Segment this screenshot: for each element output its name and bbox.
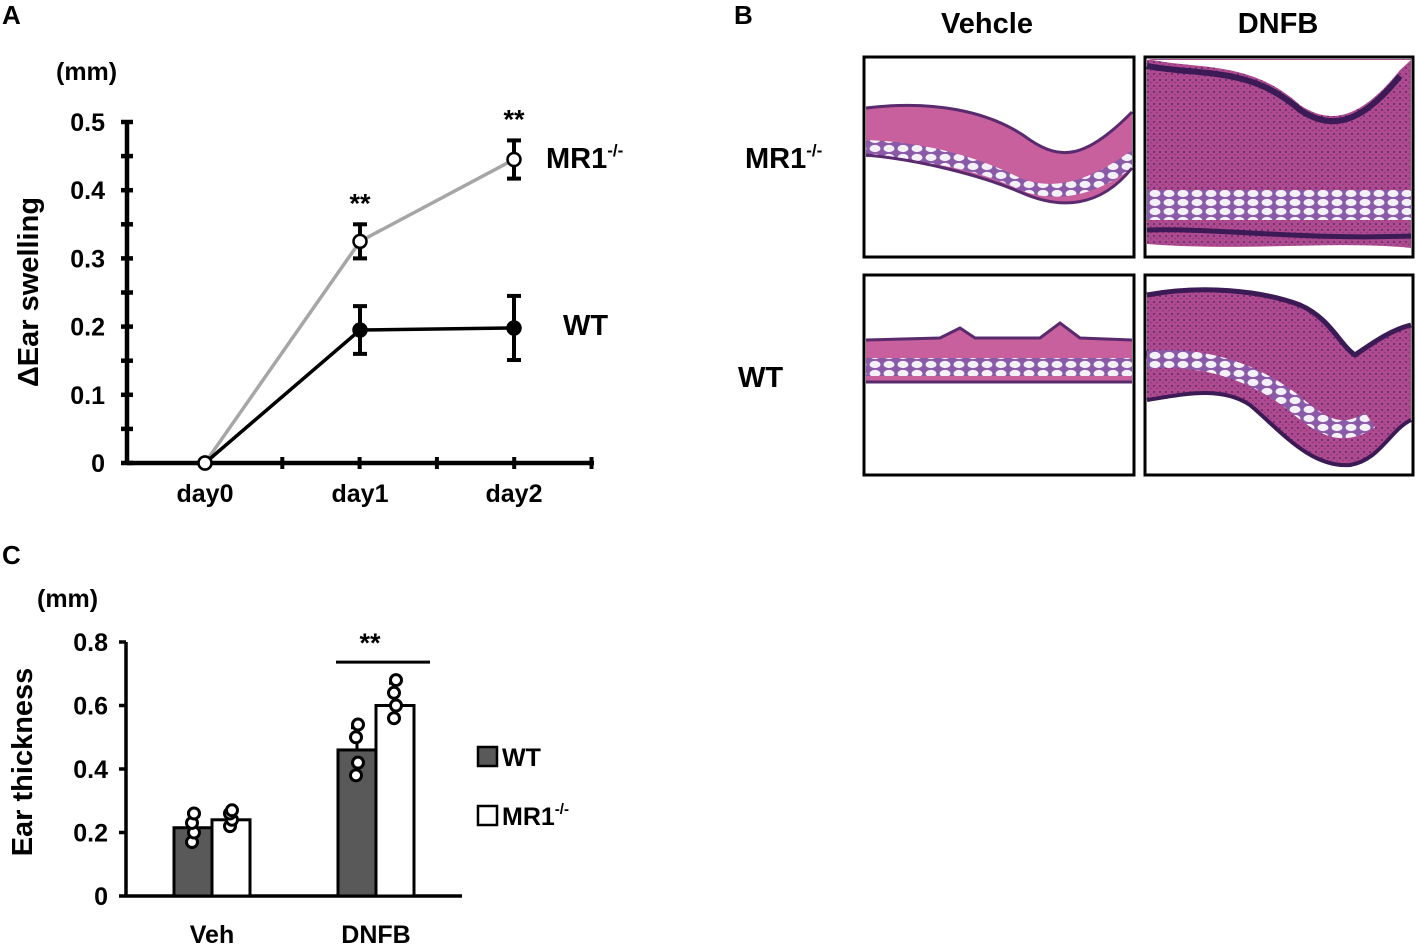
legend-wt-swatch (476, 745, 499, 768)
chart-a-significance: ** (503, 104, 525, 134)
chart-a-y-tick-label: 0.3 (70, 245, 105, 273)
chart-a-point-mr1 (352, 233, 368, 250)
chart-c-ylabel: Ear thickness (7, 668, 39, 857)
chart-a-point-wt (352, 322, 368, 338)
chart-a-series-label-mr1-name: MR1 (546, 143, 607, 175)
chart-c-significance: ** (359, 628, 381, 658)
chart-a-point-mr1 (506, 151, 522, 168)
chart-a-point-mr1 (197, 455, 213, 471)
histology-col-dnfb: DNFB (1238, 8, 1319, 40)
legend-mr1-label: MR1-/- (502, 801, 569, 831)
chart-c-data-point (387, 685, 401, 700)
histology-col-vehicle: Vehcle (941, 8, 1033, 40)
chart-c-data-point (389, 673, 403, 688)
histology-panel: Vehcle DNFB MR1-/- WT (738, 8, 1415, 477)
chart-c-data-point (389, 698, 403, 713)
chart-c-y-tick-label: 0.4 (73, 756, 108, 784)
legend-c: WT MR1-/- (476, 744, 569, 831)
histology-image-mr1-dnfb (1143, 55, 1415, 259)
histology-row-mr1-name: MR1 (745, 143, 806, 175)
chart-c-y-tick-label: 0.2 (73, 820, 108, 848)
chart-c-y-tick-label: 0.8 (73, 629, 108, 657)
panel-label-c: C (2, 540, 21, 570)
chart-a-y-tick-label: 0.5 (70, 109, 105, 137)
chart-a-x-tick-label: day0 (177, 480, 234, 508)
chart-a-point-wt (506, 320, 522, 336)
chart-c-data-point (349, 768, 363, 783)
chart-a-y-tick-label: 0 (91, 450, 105, 478)
chart-a-y-tick-label: 0.1 (70, 382, 105, 410)
panel-label-a: A (2, 0, 21, 30)
panel-label-b: B (734, 0, 753, 30)
histology-row-mr1-sup: -/- (806, 141, 822, 160)
chart-c-x-tick-label: DNFB (341, 921, 410, 947)
histology-image-mr1-vehicle (862, 55, 1136, 259)
chart-a-series-label-wt: WT (563, 310, 608, 342)
chart-c-data-point (225, 803, 239, 818)
legend-wt-label: WT (502, 744, 541, 772)
chart-c-data-point (351, 755, 365, 770)
chart-a-significance: ** (349, 188, 371, 218)
chart-c-x-tick-label: Veh (190, 921, 234, 947)
legend-mr1-swatch (476, 804, 499, 827)
chart-c-bar-mr1 (374, 704, 416, 898)
histology-image-wt-vehicle (862, 273, 1136, 477)
chart-c-data-point (349, 730, 363, 745)
chart-c-data-point (351, 717, 365, 732)
chart-a: (mm) ΔEar swelling 0 0.1 0.2 0.3 0.4 0.5 day0 d… (13, 58, 623, 508)
legend-mr1-sup: -/- (555, 801, 569, 818)
chart-c-y-tick-label: 0.6 (73, 693, 108, 721)
chart-a-ylabel: ΔEar swelling (13, 197, 45, 387)
histology-image-wt-dnfb (1143, 273, 1415, 477)
chart-c-y-tick-label: 0 (94, 883, 108, 911)
chart-a-unit: (mm) (56, 58, 117, 86)
chart-a-series-label-mr1: MR1-/- (546, 141, 623, 175)
legend-mr1-name: MR1 (502, 803, 555, 831)
chart-c-unit: (mm) (37, 585, 98, 613)
chart-a-x-tick-label: day1 (332, 480, 389, 508)
chart-a-series-label-mr1-sup: -/- (607, 141, 623, 160)
histology-row-wt: WT (738, 362, 783, 394)
histology-row-mr1: MR1-/- (745, 141, 822, 175)
chart-a-x-tick-label: day2 (486, 480, 543, 508)
chart-a-y-tick-label: 0.4 (70, 177, 105, 205)
chart-c-data-point (187, 806, 201, 821)
chart-a-y-tick-label: 0.2 (70, 314, 105, 342)
chart-c-data-point (387, 711, 401, 726)
